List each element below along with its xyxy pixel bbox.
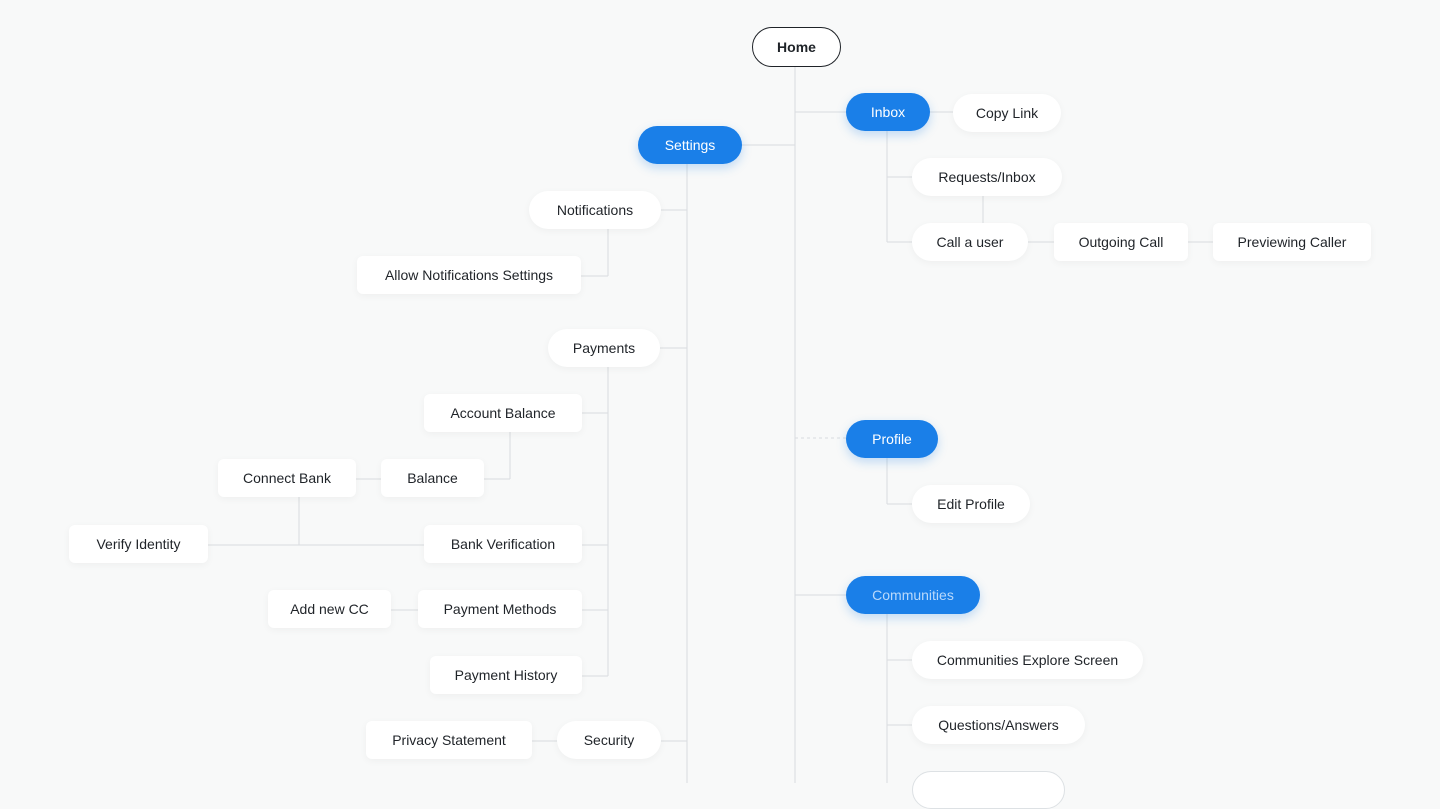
node-home[interactable]: Home: [752, 27, 841, 67]
node-balance[interactable]: Balance: [381, 459, 484, 497]
node-account-balance[interactable]: Account Balance: [424, 394, 582, 432]
node-bank-verification[interactable]: Bank Verification: [424, 525, 582, 563]
node-copy-link[interactable]: Copy Link: [953, 94, 1061, 132]
node-security[interactable]: Security: [557, 721, 661, 759]
node-communities[interactable]: Communities: [846, 576, 980, 614]
node-add-new-cc[interactable]: Add new CC: [268, 590, 391, 628]
node-settings[interactable]: Settings: [638, 126, 742, 164]
node-requests-inbox[interactable]: Requests/Inbox: [912, 158, 1062, 196]
node-notifications[interactable]: Notifications: [529, 191, 661, 229]
node-profile[interactable]: Profile: [846, 420, 938, 458]
node-privacy-statement[interactable]: Privacy Statement: [366, 721, 532, 759]
node-edit-profile[interactable]: Edit Profile: [912, 485, 1030, 523]
node-previewing-caller[interactable]: Previewing Caller: [1213, 223, 1371, 261]
node-allow-notifications-settings[interactable]: Allow Notifications Settings: [357, 256, 581, 294]
node-payment-history[interactable]: Payment History: [430, 656, 582, 694]
node-verify-identity[interactable]: Verify Identity: [69, 525, 208, 563]
node-payment-methods[interactable]: Payment Methods: [418, 590, 582, 628]
node-outgoing-call[interactable]: Outgoing Call: [1054, 223, 1188, 261]
node-inbox[interactable]: Inbox: [846, 93, 930, 131]
node-call-a-user[interactable]: Call a user: [912, 223, 1028, 261]
node-communities-explore-screen[interactable]: Communities Explore Screen: [912, 641, 1143, 679]
node-partial-cutoff[interactable]: [912, 771, 1065, 809]
node-payments[interactable]: Payments: [548, 329, 660, 367]
connector-lines: [208, 66, 1213, 783]
node-questions-answers[interactable]: Questions/Answers: [912, 706, 1085, 744]
sitemap-canvas: Home Settings Inbox Copy Link Requests/I…: [69, 27, 1371, 809]
node-connect-bank[interactable]: Connect Bank: [218, 459, 356, 497]
